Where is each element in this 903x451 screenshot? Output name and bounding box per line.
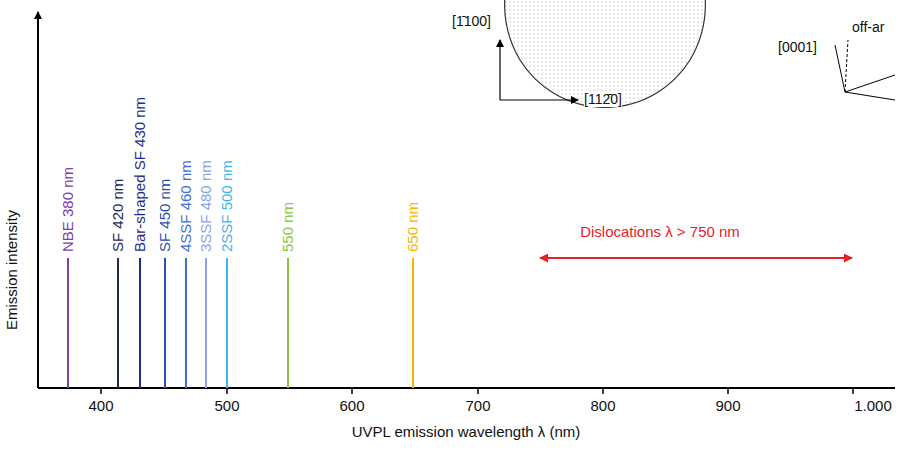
tick-label: 700 — [465, 398, 490, 415]
emission-line — [226, 258, 228, 388]
crystal-axis — [835, 45, 845, 92]
emission-line — [287, 258, 289, 388]
range-arrow — [540, 257, 852, 259]
peak-label: SF 420 nm — [110, 179, 127, 252]
direction-label: [112̄0] — [584, 92, 622, 107]
wafer-outline — [505, 0, 706, 107]
tick-label: 600 — [339, 398, 364, 415]
peak-label: 550 nm — [280, 202, 297, 252]
axis-tick — [226, 388, 228, 394]
peak-label: 2SSF 500 nm — [219, 160, 236, 252]
axis-arrow — [500, 99, 578, 100]
peak-label: 650 nm — [405, 202, 422, 252]
axis-arrow — [499, 40, 500, 100]
peak-label: 3SSF 480 nm — [198, 160, 215, 252]
crystal-axis — [845, 75, 895, 92]
x-axis — [38, 387, 895, 389]
axis-tick — [351, 388, 353, 394]
axis-title: Emission intensity — [4, 210, 21, 330]
tick-label: 1.000 — [854, 398, 892, 415]
emission-line — [139, 258, 141, 388]
range-label: Dislocations λ > 750 nm — [580, 224, 740, 241]
crystal-axis — [845, 40, 848, 92]
emission-line — [164, 258, 166, 388]
emission-line — [205, 258, 207, 388]
emission-line — [412, 258, 414, 388]
peak-label: SF 450 nm — [157, 179, 174, 252]
emission-line — [117, 258, 119, 388]
peak-label: 4SSF 460 nm — [178, 160, 195, 252]
tick-label: 500 — [214, 398, 239, 415]
tick-label: 900 — [715, 398, 740, 415]
y-axis — [37, 12, 39, 388]
peak-label: NBE 380 nm — [60, 167, 77, 252]
crystal-axis — [845, 92, 895, 100]
axis-tick — [602, 388, 604, 394]
direction-label: [1̄100] — [452, 14, 491, 29]
tick-label: 400 — [88, 398, 113, 415]
axis-tick — [100, 388, 102, 394]
emission-line — [67, 258, 69, 388]
direction-label: off-ar — [852, 20, 884, 35]
tick-label: 800 — [590, 398, 615, 415]
axis-tick — [477, 388, 479, 394]
emission-lines — [68, 258, 413, 388]
peak-label: Bar-shaped SF 430 nm — [132, 97, 149, 252]
axis-ticks — [101, 388, 853, 394]
axis-title: UVPL emission wavelength λ (nm) — [352, 424, 581, 441]
emission-line — [185, 258, 187, 388]
axis-tick — [852, 388, 854, 394]
axis-tick — [727, 388, 729, 394]
direction-label: [0001] — [778, 40, 817, 55]
